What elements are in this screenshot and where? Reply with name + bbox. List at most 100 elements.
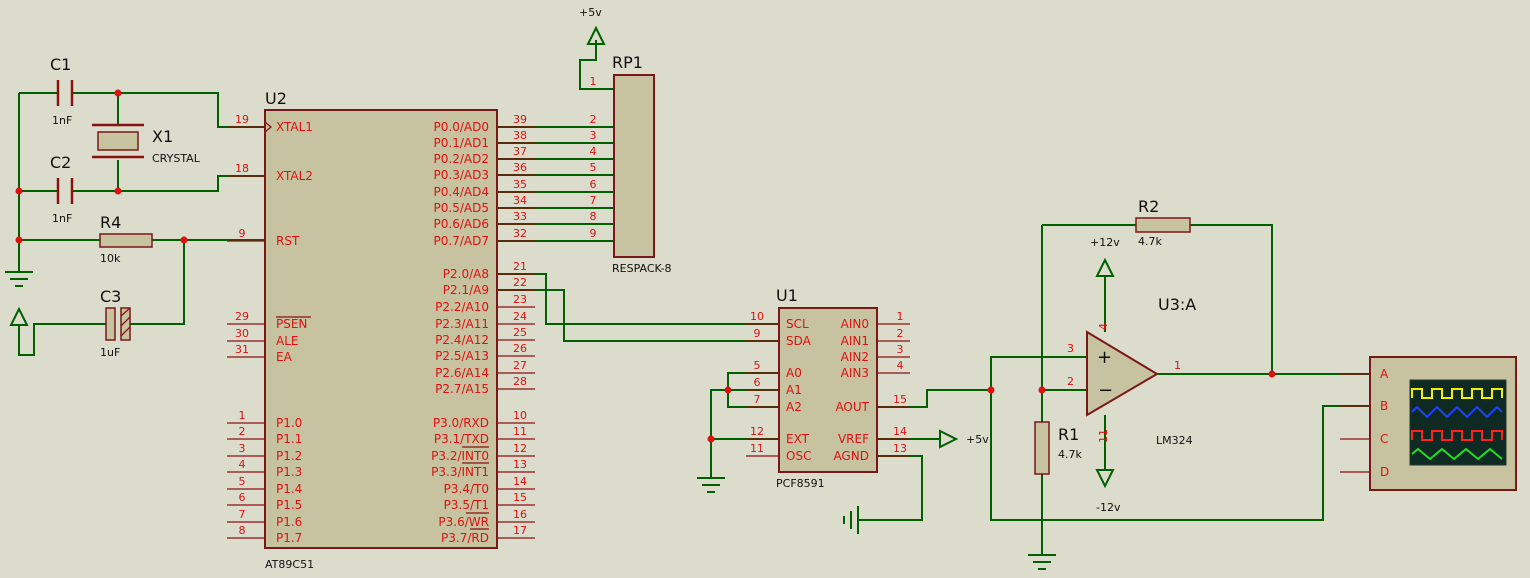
- u1-pin-name: AIN1: [841, 334, 869, 348]
- u3-pin-vcc: 4: [1097, 323, 1110, 330]
- opamp-minus-sign: −: [1098, 380, 1113, 401]
- u2-pin-name: P0.6/AD6: [434, 217, 489, 231]
- u1-pin-name: AIN0: [841, 317, 869, 331]
- u2-pin-number: 15: [513, 491, 527, 504]
- junction: [987, 386, 995, 394]
- u2-pin-name: P0.0/AD0: [434, 120, 489, 134]
- u1-pin-name: SDA: [786, 334, 812, 348]
- u2-pin-name: XTAL1: [276, 120, 313, 134]
- u2-pin-name: P0.2/AD2: [434, 152, 489, 166]
- rp1-pin-number: 5: [590, 161, 597, 174]
- u2-pin-number: 26: [513, 342, 527, 355]
- u2-pin-number: 31: [235, 343, 249, 356]
- c1-capacitor[interactable]: C1 1nF: [50, 55, 74, 127]
- u1-pin-number: 4: [897, 359, 904, 372]
- u2-pin-name: P3.5/T1: [444, 498, 489, 512]
- u1-pin-number: 7: [754, 393, 761, 406]
- u2-pin-number: 36: [513, 161, 527, 174]
- u1-pin-name: EXT: [786, 432, 810, 446]
- u1-pin-number: 2: [897, 327, 904, 340]
- u1-pin-number: 1: [897, 310, 904, 323]
- c2-capacitor[interactable]: C2 1nF: [50, 153, 74, 225]
- u2-pin-name: P1.2: [276, 449, 302, 463]
- r4-ref: R4: [100, 213, 121, 232]
- junction: [1268, 370, 1276, 378]
- u2-pin-name: P1.1: [276, 432, 302, 446]
- power-arrow: [586, 25, 606, 45]
- rp1-pin-number: 2: [590, 113, 597, 126]
- u2-pin-name: RST: [276, 234, 300, 248]
- r1-resistor[interactable]: R1 4.7k: [1034, 421, 1082, 475]
- wire-xtal2: [72, 175, 265, 192]
- junction: [114, 187, 122, 195]
- wire-in-plus: [990, 356, 1087, 390]
- u2-pin-number: 23: [513, 293, 527, 306]
- u2-pin-name: P2.7/A15: [435, 382, 489, 396]
- u2-pin-number: 7: [239, 508, 246, 521]
- u2-pin-number: 38: [513, 129, 527, 142]
- scope-trace-c: [1411, 430, 1503, 441]
- u2-pin-name: P2.2/A10: [435, 300, 489, 314]
- u2-ref: U2: [265, 89, 287, 108]
- c3-capacitor[interactable]: C3 1uF: [100, 287, 131, 359]
- x1-ref: X1: [152, 127, 173, 146]
- u2-pin-number: 18: [235, 162, 249, 175]
- u2-pin-name: P2.4/A12: [435, 333, 489, 347]
- u2-pin-number: 37: [513, 145, 527, 158]
- u1-pin-number: 11: [750, 442, 764, 455]
- u2-pin-name: PSEN: [276, 317, 307, 331]
- u2-pin-number: 4: [239, 458, 246, 471]
- u1-adc-dac[interactable]: U1 PCF8591 10SCL9SDA5A06A17A212EXT11OSC …: [746, 286, 910, 490]
- u2-pin-name: P1.4: [276, 482, 302, 496]
- rp1-pin-number: 9: [590, 227, 597, 240]
- u2-pin-name: P3.2/INT0: [431, 449, 489, 463]
- u2-part: AT89C51: [265, 558, 314, 571]
- u1-pin-number: 3: [897, 343, 904, 356]
- u1-pin-name: A1: [786, 383, 802, 397]
- u1-pin-number: 13: [893, 442, 907, 455]
- u2-pin-name: P3.4/T0: [444, 482, 489, 496]
- power-label-minus-12v: -12v: [1096, 501, 1121, 514]
- u1-pin-number: 9: [754, 327, 761, 340]
- power-label-12v: +12v: [1090, 236, 1120, 249]
- u1-pin-number: 6: [754, 376, 761, 389]
- u2-pin-name: P2.6/A14: [435, 366, 489, 380]
- x1-crystal[interactable]: X1 CRYSTAL: [92, 123, 201, 165]
- ground-symbol-u1: [697, 477, 725, 493]
- rp1-pin-number: 1: [590, 75, 597, 88]
- rp1-ref: RP1: [612, 53, 643, 72]
- r4-resistor[interactable]: R4 10k: [99, 213, 153, 265]
- junction: [15, 187, 23, 195]
- u2-pin-number: 5: [239, 475, 246, 488]
- wire-scl: [497, 273, 779, 325]
- u1-pin-name: AIN2: [841, 350, 869, 364]
- u1-pin-name: AIN3: [841, 366, 869, 380]
- c2-value: 1nF: [52, 212, 72, 225]
- r2-resistor[interactable]: R2 4.7k: [1135, 197, 1191, 248]
- junction: [724, 386, 732, 394]
- scope-channel-label: B: [1380, 399, 1388, 413]
- u1-ref: U1: [776, 286, 798, 305]
- power-arrow: [1095, 469, 1115, 489]
- u2-pin-name: P2.0/A8: [443, 267, 489, 281]
- c3-hatch: [120, 326, 131, 337]
- u2-pin-name: P0.7/AD7: [434, 234, 489, 248]
- u2-pin-number: 12: [513, 442, 527, 455]
- rp1-pin-number: 8: [590, 210, 597, 223]
- wire-r2-right: [1190, 224, 1273, 374]
- xtal1-clock-marker: [264, 121, 273, 133]
- u2-pin-name: P3.0/RXD: [433, 416, 489, 430]
- scope-channel-label: C: [1380, 432, 1388, 446]
- u2-pin-name: P3.3/INT1: [431, 465, 489, 479]
- rp1-pin-number: 6: [590, 178, 597, 191]
- r2-body: [1135, 217, 1191, 233]
- u2-pin-number: 27: [513, 359, 527, 372]
- u3-pin-vee: 11: [1097, 429, 1110, 443]
- u3-opamp[interactable]: + − U3:A LM324 3 2 1 4 11: [1067, 295, 1196, 447]
- junction: [114, 89, 122, 97]
- u2-microcontroller[interactable]: U2 AT89C51 19XTAL118XTAL29RST29PSEN30ALE…: [227, 89, 535, 571]
- power-arrow: [9, 306, 29, 326]
